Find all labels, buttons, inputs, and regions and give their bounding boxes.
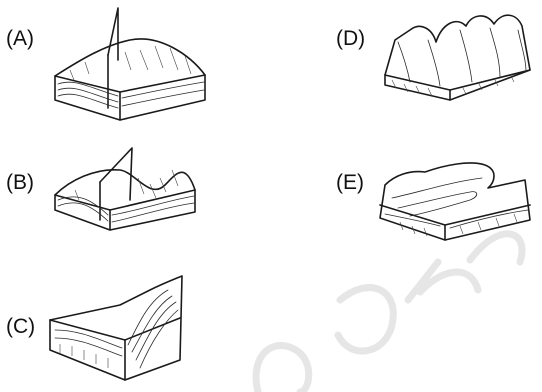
fold-block-b (55, 148, 195, 230)
fold-block-e (380, 163, 530, 240)
fold-block-d (385, 15, 530, 100)
fold-block-a (55, 8, 205, 120)
watermark (256, 234, 522, 392)
fold-block-c (50, 276, 182, 380)
